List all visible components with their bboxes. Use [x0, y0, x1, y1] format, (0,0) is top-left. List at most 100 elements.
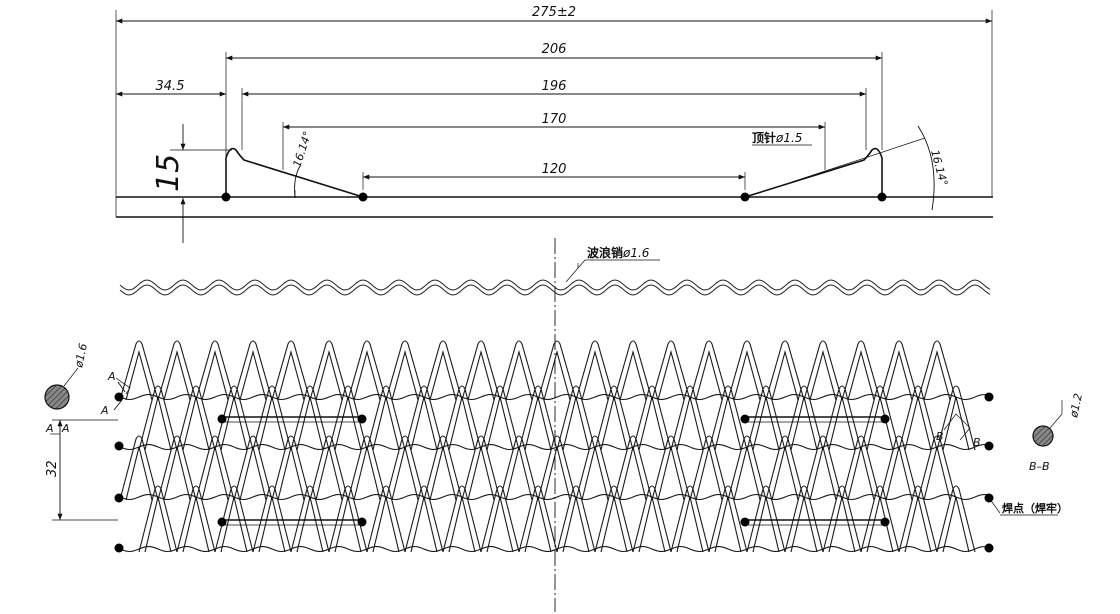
- right-top-pin-profile: [744, 147, 883, 198]
- mesh-spiral-inner: [828, 396, 856, 451]
- mesh-spiral-loop: [290, 485, 330, 553]
- mesh-spiral-loop: [499, 435, 539, 501]
- mesh-spiral-inner: [562, 496, 590, 553]
- weld-dot: [221, 192, 231, 202]
- mesh-spiral-inner: [524, 396, 552, 451]
- mesh-spiral-inner: [201, 349, 229, 401]
- section-b-circle: [1032, 425, 1054, 447]
- mesh-spiral-loop: [195, 435, 235, 501]
- section-b-cut-marker: B: [936, 430, 944, 443]
- mesh-spiral-loop: [879, 340, 919, 401]
- angle-text-left: 16.14°: [290, 130, 314, 169]
- mesh-spiral-inner: [733, 349, 761, 401]
- mesh-spiral-loop: [879, 435, 919, 501]
- mesh-connecting-rod: [119, 493, 991, 501]
- mesh-spiral-inner: [847, 349, 875, 401]
- mesh-spiral-loop: [803, 340, 843, 401]
- mesh-spiral-inner: [714, 396, 742, 451]
- section-b: ø1.2 B–B B B: [936, 392, 1085, 473]
- mesh-spiral-loop: [328, 485, 368, 553]
- weld-dot: [114, 543, 124, 553]
- mesh-spiral-inner: [657, 446, 685, 501]
- section-a-diameter: ø1.6: [72, 342, 90, 369]
- mesh-spiral-loop: [157, 340, 197, 401]
- mesh-spiral-loop: [898, 385, 938, 451]
- mesh-spiral-inner: [144, 496, 172, 553]
- section-b-cut-bracket: [943, 413, 971, 441]
- weld-callout-leader: [988, 497, 1001, 514]
- mesh-spiral-inner: [372, 396, 400, 451]
- mesh-spiral-loop: [746, 485, 786, 553]
- mesh-spiral-inner: [638, 396, 666, 451]
- mesh-spiral-inner: [448, 496, 476, 553]
- mesh-spiral-loop: [309, 435, 349, 501]
- mesh-spiral-inner: [619, 349, 647, 401]
- mesh-spiral-loop: [727, 435, 767, 501]
- side-view: 275±2 206 196 34.5 170 120 15 16.14° 16.…: [115, 5, 993, 243]
- mesh-spiral-loop: [119, 435, 159, 501]
- section-a-cut-marker: A: [100, 404, 109, 417]
- plan-weld-dots: [114, 392, 994, 553]
- angle-arc-right: [917, 125, 935, 211]
- mesh-spiral-inner: [372, 496, 400, 553]
- mesh-spiral-loop: [442, 385, 482, 451]
- mesh-spiral-loop: [119, 340, 159, 401]
- mesh-spiral-loop: [499, 340, 539, 401]
- mesh-spiral-inner: [391, 446, 419, 501]
- mesh-spiral-loop: [898, 485, 938, 553]
- weld-dot: [984, 441, 994, 451]
- mesh-spiral-inner: [239, 349, 267, 401]
- mesh-spiral-loop: [309, 340, 349, 401]
- section-a-leader: [63, 367, 79, 387]
- dim-text-overall: 275±2: [532, 5, 576, 20]
- mesh-spiral-inner: [752, 396, 780, 451]
- mesh-spiral-inner: [695, 349, 723, 401]
- section-a-cut-line: [117, 381, 126, 393]
- mesh-spiral-inner: [505, 349, 533, 401]
- mesh-spiral-loop: [461, 340, 501, 401]
- mesh-spiral-inner: [201, 446, 229, 501]
- angle-arc-left: [294, 165, 301, 199]
- mesh-spiral-loop: [537, 340, 577, 401]
- mesh-spiral-loop: [765, 340, 805, 401]
- mesh-spiral-loop: [138, 485, 178, 553]
- mesh-spiral-loop: [252, 485, 292, 553]
- mesh-spiral-loop: [347, 435, 387, 501]
- weld-dot: [880, 414, 890, 424]
- mesh-spiral-loop: [385, 435, 425, 501]
- mesh-spiral-inner: [733, 446, 761, 501]
- mesh-spiral-inner: [543, 349, 571, 401]
- mesh-spiral-inner: [182, 396, 210, 451]
- mesh-spiral-inner: [239, 446, 267, 501]
- mesh-spiral-inner: [904, 496, 932, 553]
- mesh-spiral-inner: [866, 396, 894, 451]
- weld-dot: [740, 414, 750, 424]
- mesh-spiral-loop: [803, 435, 843, 501]
- weld-dot: [877, 192, 887, 202]
- mesh-spiral-inner: [277, 446, 305, 501]
- weld-dot: [984, 392, 994, 402]
- mesh-spiral-inner: [277, 349, 305, 401]
- mesh-spiral-loop: [727, 340, 767, 401]
- mesh-spiral-loop: [385, 340, 425, 401]
- mesh-spiral-loop: [537, 435, 577, 501]
- mesh-spiral-inner: [258, 496, 286, 553]
- mesh-spiral-inner: [923, 446, 951, 501]
- weld-callout-label: 焊点（焊牢）: [1002, 501, 1068, 515]
- mesh-spiral-loop: [822, 485, 862, 553]
- mesh-spiral-inner: [942, 496, 970, 553]
- mesh-spiral-inner: [315, 446, 343, 501]
- mesh-spiral-loop: [366, 385, 406, 451]
- mesh-spiral-inner: [752, 496, 780, 553]
- mesh-spiral-inner: [467, 446, 495, 501]
- mesh-spiral-loop: [575, 435, 615, 501]
- mesh-spiral-inner: [125, 349, 153, 401]
- mesh-spiral-inner: [334, 396, 362, 451]
- mesh-spiral-inner: [714, 496, 742, 553]
- mesh-spiral-inner: [220, 496, 248, 553]
- section-b-leader: [1049, 413, 1063, 429]
- mesh-spiral-inner: [467, 349, 495, 401]
- angle-text-right: 16.14°: [928, 148, 950, 187]
- dim-text-120: 120: [542, 162, 567, 177]
- weld-dot: [880, 517, 890, 527]
